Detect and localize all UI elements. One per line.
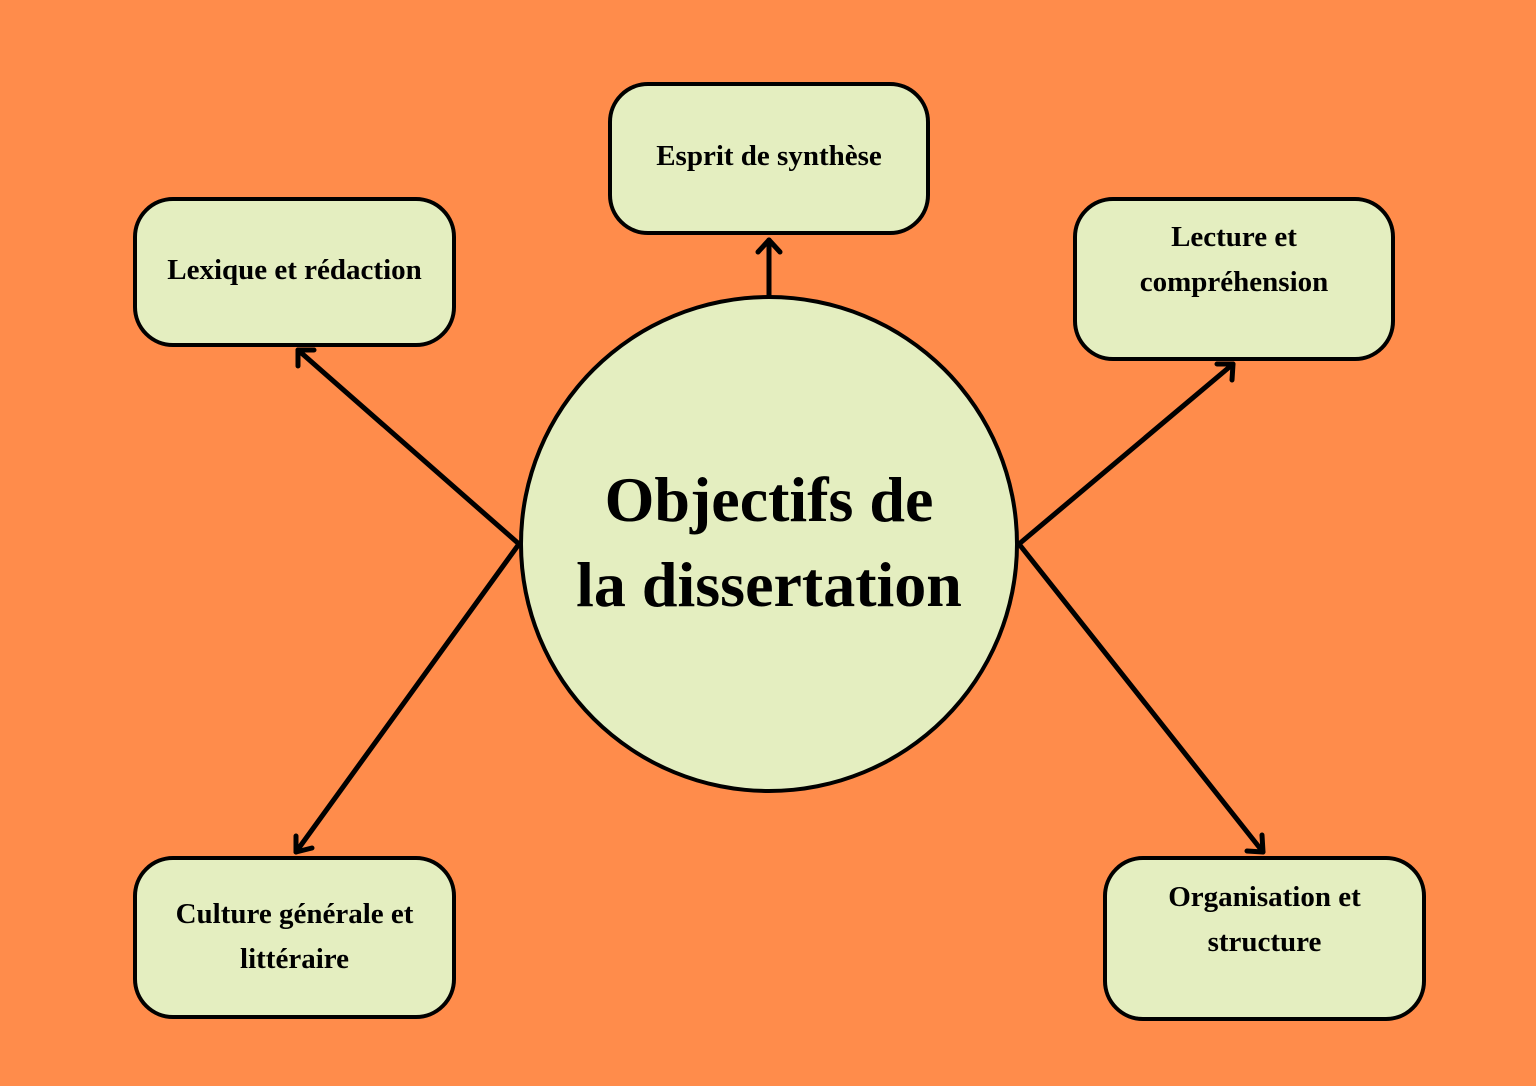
central-topic-line2: la dissertation	[576, 549, 962, 620]
node-lexique-et-redaction: Lexique et rédaction	[133, 197, 456, 347]
arrow-to-esprit	[755, 237, 783, 298]
arrow-to-organisation	[1016, 541, 1266, 855]
central-topic-line1: Objectifs de	[604, 464, 934, 535]
node-lecture-et-comprehension: Lecture et compréhension	[1073, 197, 1395, 361]
central-topic-node: Objectifs de la dissertation	[519, 295, 1019, 793]
node-label-line2: compréhension	[1139, 266, 1329, 298]
node-label-line2: structure	[1207, 926, 1322, 958]
arrow-to-culture	[293, 541, 522, 855]
node-label: Esprit de synthèse	[656, 140, 882, 172]
node-label-line1: Lecture et	[1171, 221, 1297, 253]
arrow-to-lexique	[295, 347, 522, 547]
node-organisation-et-structure: Organisation et structure	[1103, 856, 1426, 1021]
node-label-line2: littéraire	[240, 942, 349, 975]
node-culture-generale-et-litteraire: Culture générale et littéraire	[133, 856, 456, 1019]
node-label: Lexique et rédaction	[167, 253, 422, 286]
node-label-line1: Organisation et	[1168, 881, 1361, 913]
node-esprit-de-synthese: Esprit de synthèse	[608, 82, 930, 235]
node-label-line1: Culture générale et	[175, 897, 414, 930]
arrow-to-lecture	[1016, 361, 1236, 547]
